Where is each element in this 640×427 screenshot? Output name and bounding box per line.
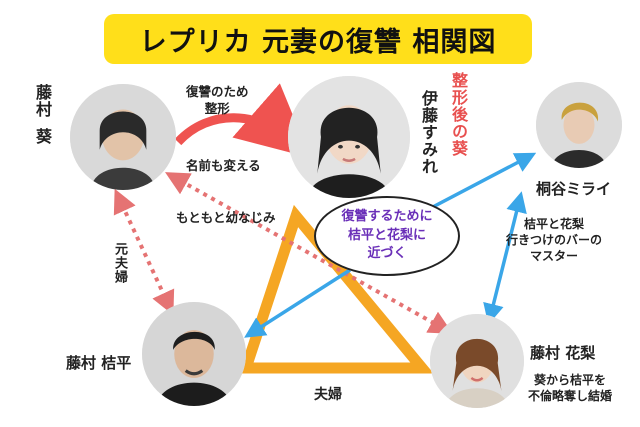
kikuhei-name: 藤村 桔平 [66,354,132,372]
mirai-note-line3: マスター [530,249,579,264]
karin-note-line1: 葵から桔平を [534,373,607,387]
aoi-name-line1: 藤村 [33,84,52,118]
sumire-name: 伊藤すみれ [419,90,438,175]
approach-line1: 復讐するために [341,208,433,224]
revenge-label: 復讐のため 整形 [186,84,249,118]
page-title: レプリカ 元妻の復讐 相関図 [139,26,497,58]
sumire-portrait [288,76,410,198]
karin-portrait [430,314,524,408]
revenge-arrow [174,83,311,158]
mirai-name: 桐谷ミライ [536,180,612,198]
childhood-label: もともと幼なじみ [176,210,276,225]
revenge-label-line1: 復讐のため [186,84,249,99]
sumire-tag: 整形後の葵 [449,72,468,157]
mirai-karin-line [483,191,527,325]
approach-kikuhei-line [244,268,351,338]
karin-name: 藤村 花梨 [530,344,596,362]
aoi-portrait [70,84,176,190]
ex-couple-label: 元夫婦 [112,242,127,284]
mirai-note: 桔平と花梨 行きつけのバーの マスター [506,216,602,265]
aoi-name-line2: 葵 [33,128,52,145]
revenge-label-line2: 整形 [204,100,230,116]
kikuhei-portrait [142,302,246,406]
approach-line2: 桔平と花梨に [347,227,426,243]
approach-bubble: 復讐するために 桔平と花梨に 近づく [314,196,460,276]
mirai-note-line1: 桔平と花梨 [524,217,585,231]
karin-note-line2: 不倫略奪し結婚 [528,389,613,404]
mirai-portrait [536,82,622,168]
karin-note: 葵から桔平を 不倫略奪し結婚 [528,372,612,404]
couple-label: 夫婦 [314,387,342,403]
mirai-note-line2: 行きつけのバーの [506,233,603,248]
title-banner: レプリカ 元妻の復讐 相関図 [104,14,532,64]
approach-line3: 近づく [367,246,407,262]
rename-label: 名前も変える [186,158,261,173]
childhood-line [165,172,453,334]
ex-couple-line [113,188,175,316]
